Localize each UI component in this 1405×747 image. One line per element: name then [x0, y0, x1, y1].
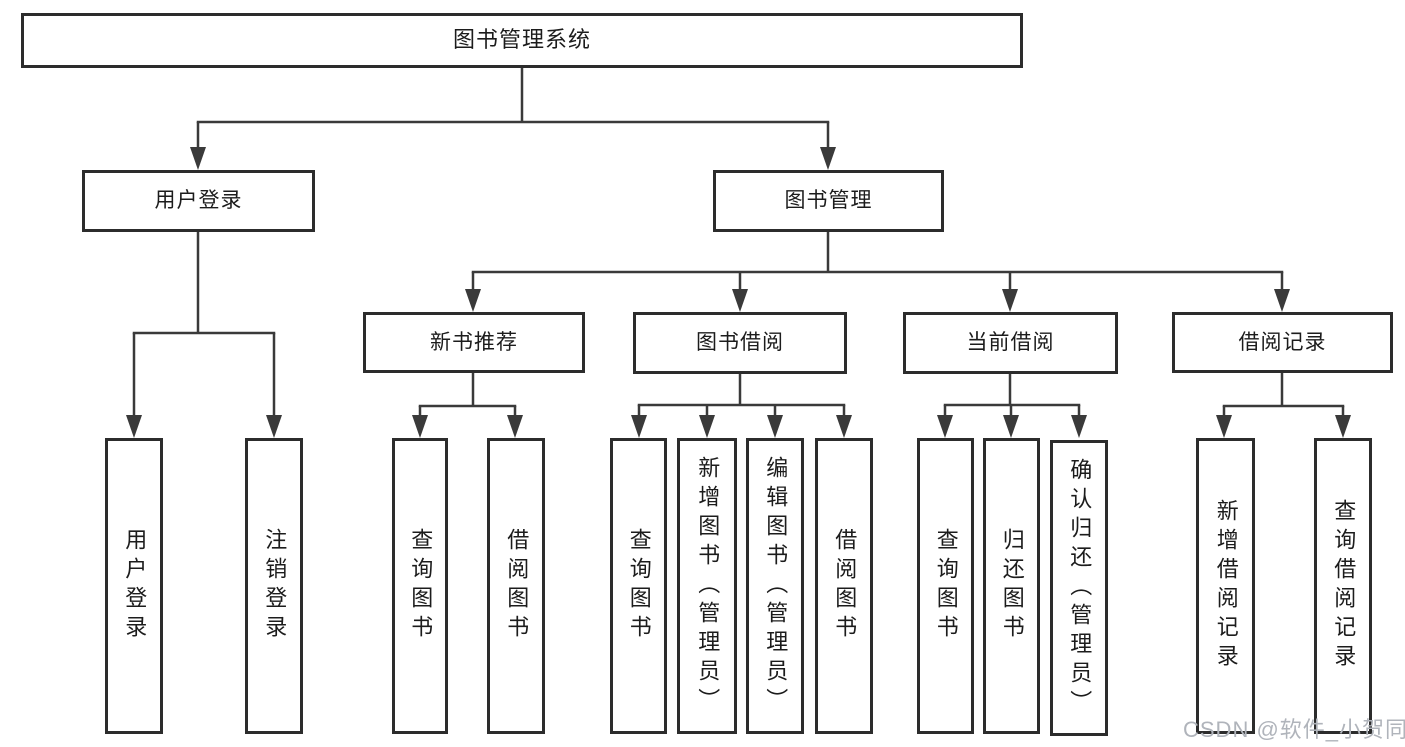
leaf-label: 查询图书 [626, 528, 652, 644]
node-library-management-system: 图书管理系统 [21, 13, 1023, 68]
node-leaf-query-books-borrowing: 查询图书 [610, 438, 667, 734]
leaf-label: 编辑图书（管理员） [763, 455, 789, 717]
node-leaf-query-borrow-record: 查询借阅记录 [1314, 438, 1372, 734]
node-book-management: 图书管理 [713, 170, 944, 232]
leaf-label: 注销登录 [262, 528, 288, 644]
leaf-label: 归还图书 [999, 528, 1025, 644]
node-new-book-recommendation: 新书推荐 [363, 312, 585, 373]
node-leaf-user-login: 用户登录 [105, 438, 163, 734]
leaf-label: 新增图书（管理员） [695, 455, 721, 717]
leaf-label: 查询借阅记录 [1331, 499, 1357, 673]
node-current-borrowing: 当前借阅 [903, 312, 1118, 374]
csdn-watermark: CSDN @软件_小贺同学 [1183, 717, 1405, 742]
node-leaf-add-books-admin: 新增图书（管理员） [677, 438, 737, 734]
leaf-label: 查询图书 [408, 528, 434, 644]
node-leaf-return-books: 归还图书 [983, 438, 1040, 734]
node-leaf-borrow-books-borrowing: 借阅图书 [815, 438, 873, 734]
leaf-label: 借阅图书 [832, 528, 858, 644]
leaf-label: 新增借阅记录 [1213, 499, 1239, 673]
node-leaf-logout: 注销登录 [245, 438, 303, 734]
node-leaf-query-books-recommend: 查询图书 [392, 438, 448, 734]
node-leaf-query-books-current: 查询图书 [917, 438, 974, 734]
leaf-label: 用户登录 [122, 528, 148, 644]
node-leaf-borrow-books-recommend: 借阅图书 [487, 438, 545, 734]
node-user-login: 用户登录 [82, 170, 315, 232]
node-borrowing-records: 借阅记录 [1172, 312, 1393, 373]
leaf-label: 查询图书 [933, 528, 959, 644]
node-book-borrowing: 图书借阅 [633, 312, 847, 374]
node-leaf-edit-books-admin: 编辑图书（管理员） [746, 438, 804, 734]
node-leaf-confirm-return-admin: 确认归还（管理员） [1050, 440, 1108, 736]
leaf-label: 借阅图书 [504, 528, 530, 644]
node-leaf-add-borrow-record: 新增借阅记录 [1196, 438, 1255, 734]
leaf-label: 确认归还（管理员） [1067, 457, 1093, 719]
